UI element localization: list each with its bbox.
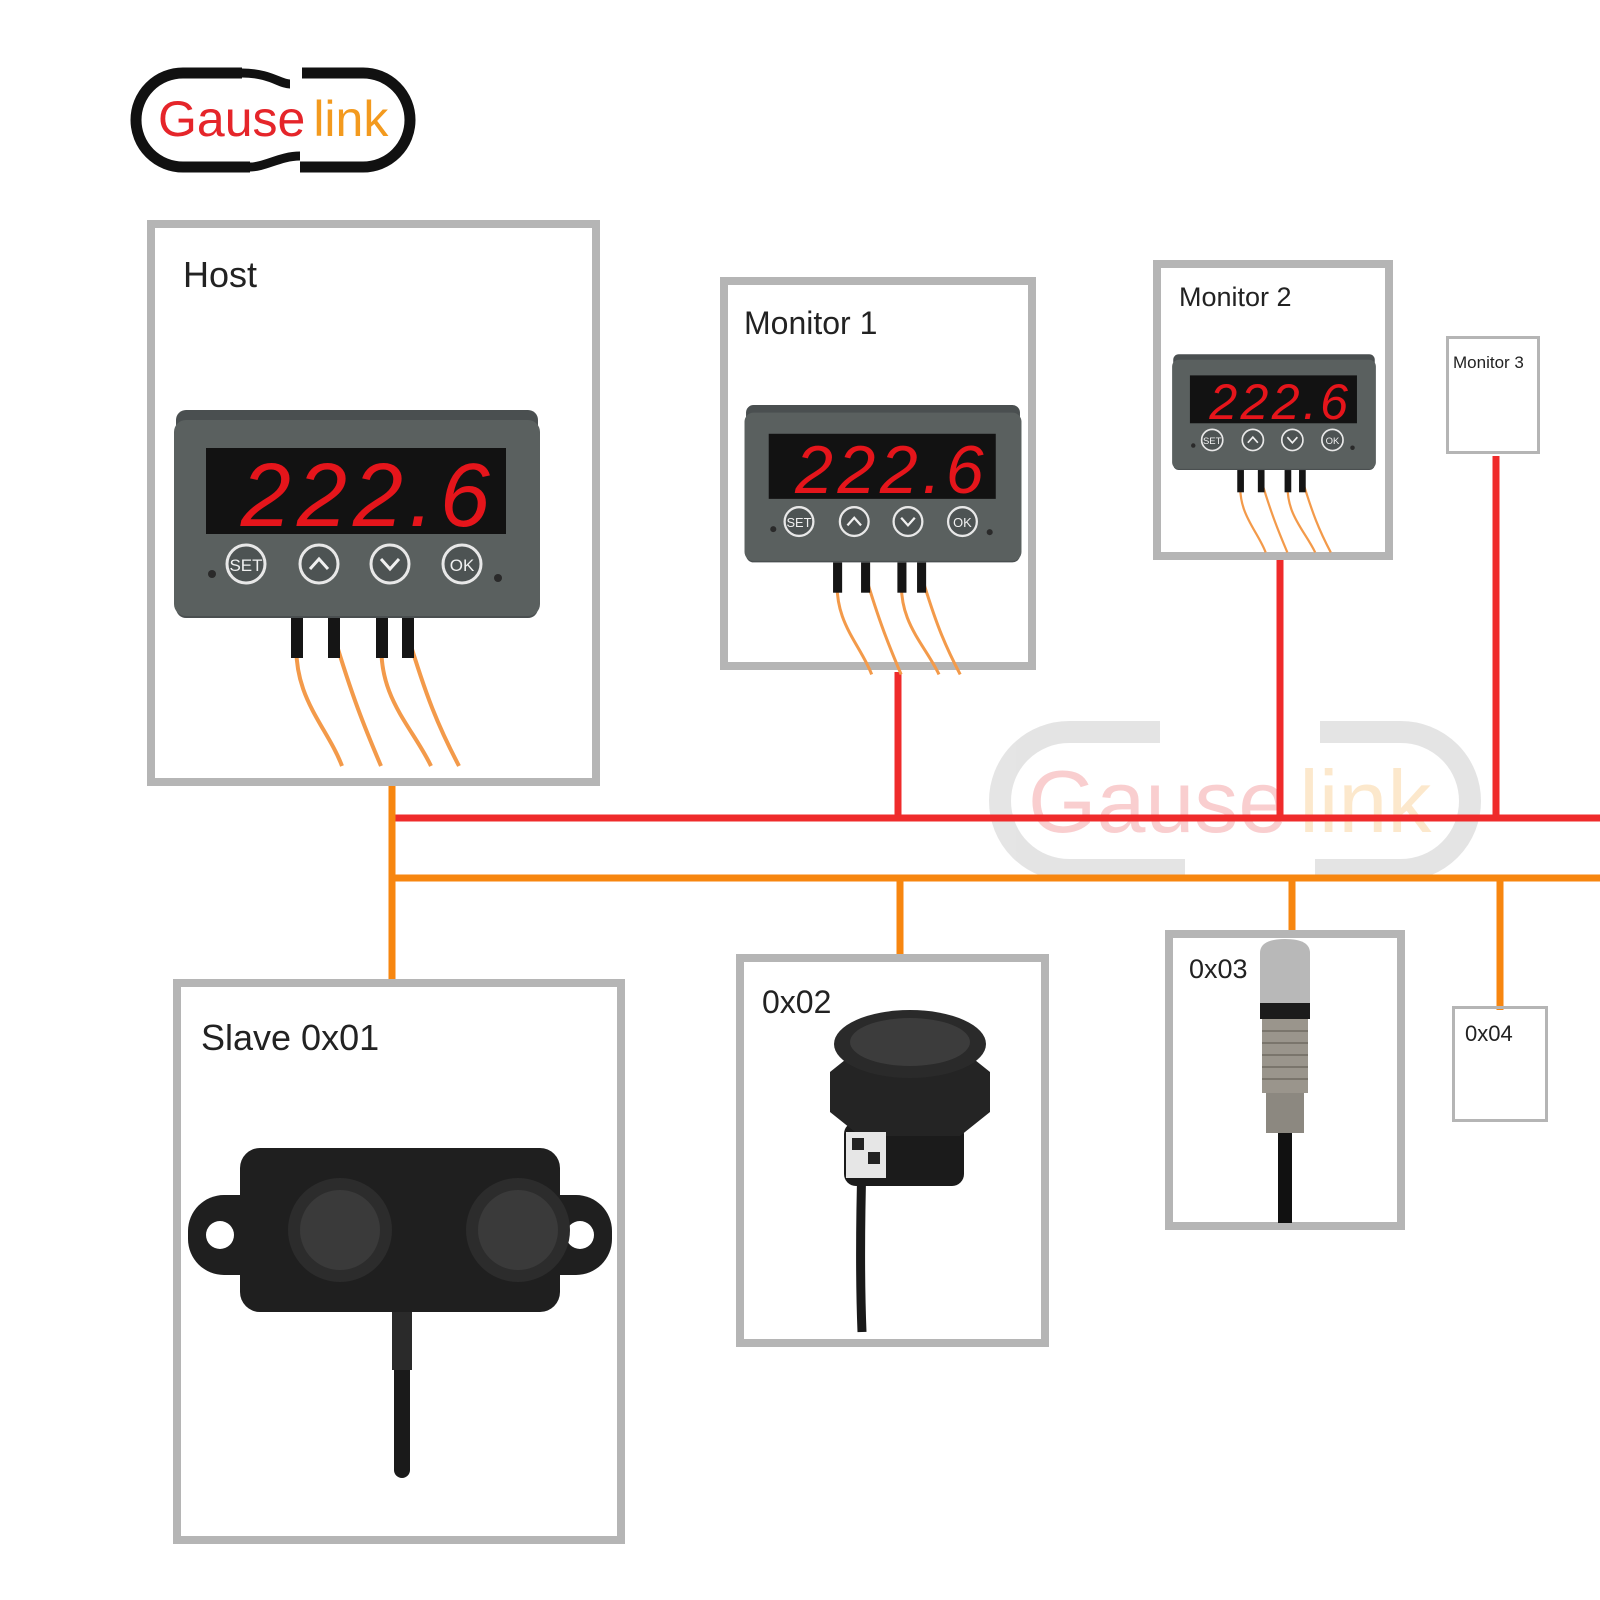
slave-4-box: 0x04 [1452,1006,1548,1122]
down-button[interactable] [1280,428,1304,452]
set-button[interactable] [1200,428,1224,452]
up-button[interactable] [838,506,870,538]
sensor-wire [920,575,962,676]
sensor-wire [864,575,903,676]
set-button-label: SET [229,556,262,575]
slave-2-label: 0x02 [762,984,832,1020]
up-button[interactable] [1241,428,1265,452]
monitor-2-label: Monitor 2 [1179,282,1292,312]
ok-button-label: OK [450,556,475,575]
chevron-down-icon [900,517,916,528]
sensor-wire [332,635,383,767]
ok-button-label: OK [1326,436,1340,447]
slave-1-box: Slave 0x01 [173,979,625,1544]
ok-button[interactable] [1321,428,1344,452]
wire-connector [861,562,871,593]
wire-connector [291,618,303,658]
sensor-wire [406,635,461,767]
set-button[interactable] [225,543,267,585]
monitor-1-box: Monitor 1 [720,277,1036,670]
set-button[interactable] [783,506,815,538]
host-box: Host [147,220,600,786]
up-button[interactable] [298,543,340,585]
ok-button-label: OK [953,515,972,530]
chevron-up-icon [308,556,330,571]
wire-connector [376,618,388,658]
meter-display-value: 222.6 [1208,374,1351,430]
wire-connector [1284,470,1292,493]
slave-1-label: Slave 0x01 [201,1017,380,1058]
wire-connector [833,562,843,593]
meter-display-value: 222.6 [240,446,496,546]
monitor-1-label: Monitor 1 [744,305,878,341]
host-label: Host [183,254,258,295]
monitor-bus [390,456,1600,822]
wire-connector [328,618,340,658]
slave-3-label: 0x03 [1189,954,1248,984]
ok-button[interactable] [441,543,483,585]
ok-button[interactable] [946,506,978,538]
monitor-2-box: Monitor 2 [1153,260,1393,560]
set-button-label: SET [1203,436,1222,447]
wire-connector [897,562,907,593]
sensor-wire [1301,479,1332,553]
round-sensor-image [830,1010,990,1333]
down-button[interactable] [892,506,924,538]
slave-3-box: 0x03 [1165,930,1405,1230]
chevron-up-icon [1247,435,1259,444]
ultrasonic-sensor-image [188,1148,612,1478]
slave-4-label: 0x04 [1465,1021,1513,1046]
temperature-probe-image [1260,939,1310,1223]
wire-connector [1299,470,1306,493]
wire-connector [1237,470,1244,493]
slave-2-box: 0x02 [736,954,1049,1347]
down-button[interactable] [369,543,411,585]
meter-display-value: 222.6 [794,432,988,508]
chevron-down-icon [1286,436,1299,444]
chevron-up-icon [846,516,862,527]
wire-connector [1257,470,1265,493]
monitor-3-label: Monitor 3 [1453,353,1524,372]
set-button-label: SET [786,515,811,530]
chevron-down-icon [379,557,401,572]
sensor-wire [1260,479,1289,553]
monitor-3-box: Monitor 3 [1446,336,1540,454]
slave-bus [388,780,1600,1010]
wire-connector [402,618,414,658]
wire-connector [917,562,927,593]
